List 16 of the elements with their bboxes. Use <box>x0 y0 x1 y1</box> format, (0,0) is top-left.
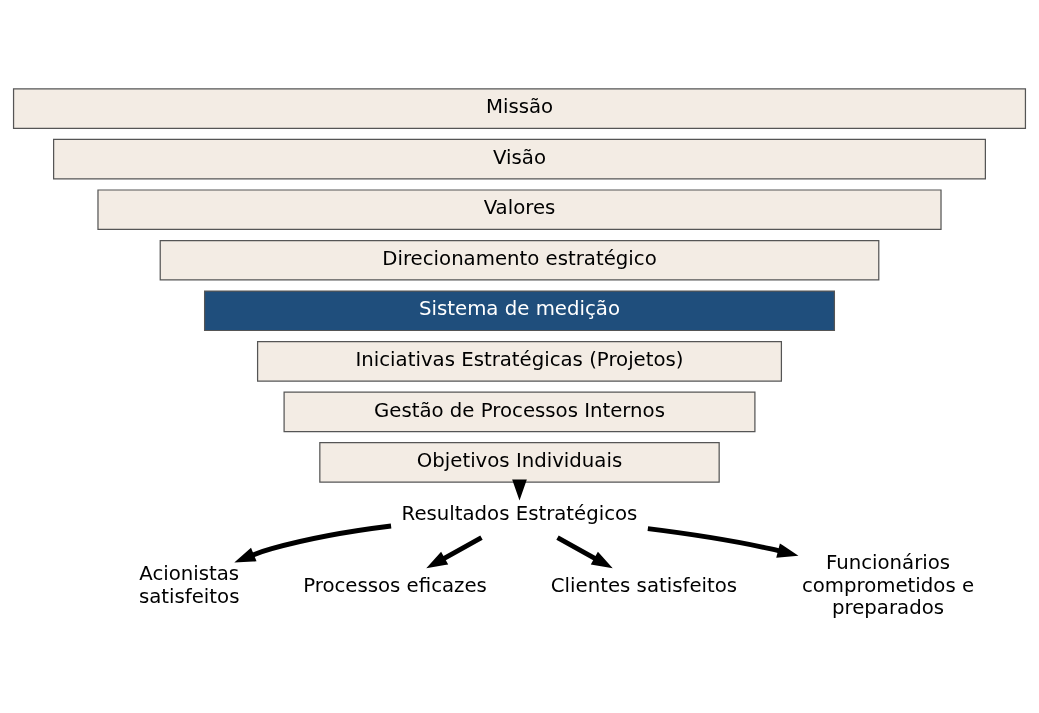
arrow <box>556 535 613 568</box>
node-box: Gestão de Processos Internos <box>283 391 756 432</box>
node-box: Missão <box>12 87 1027 129</box>
arrow <box>426 535 483 568</box>
node-box: Iniciativas Estratégicas (Projetos) <box>256 340 783 382</box>
node-text: Funcionários comprometidos e preparados <box>801 550 975 619</box>
node-text: Processos eficazes <box>303 573 487 597</box>
node-box: Direcionamento estratégico <box>159 239 880 281</box>
arrow <box>234 523 392 562</box>
arrow <box>647 525 799 558</box>
node-text: Resultados Estratégicos <box>401 501 638 525</box>
node-box: Valores <box>97 188 942 230</box>
node-text: Clientes satisfeitos <box>550 573 738 597</box>
node-text: Acionistas satisfeitos <box>138 561 240 608</box>
node-box: Visão <box>53 138 986 179</box>
node-box: Sistema de medição <box>203 289 836 331</box>
